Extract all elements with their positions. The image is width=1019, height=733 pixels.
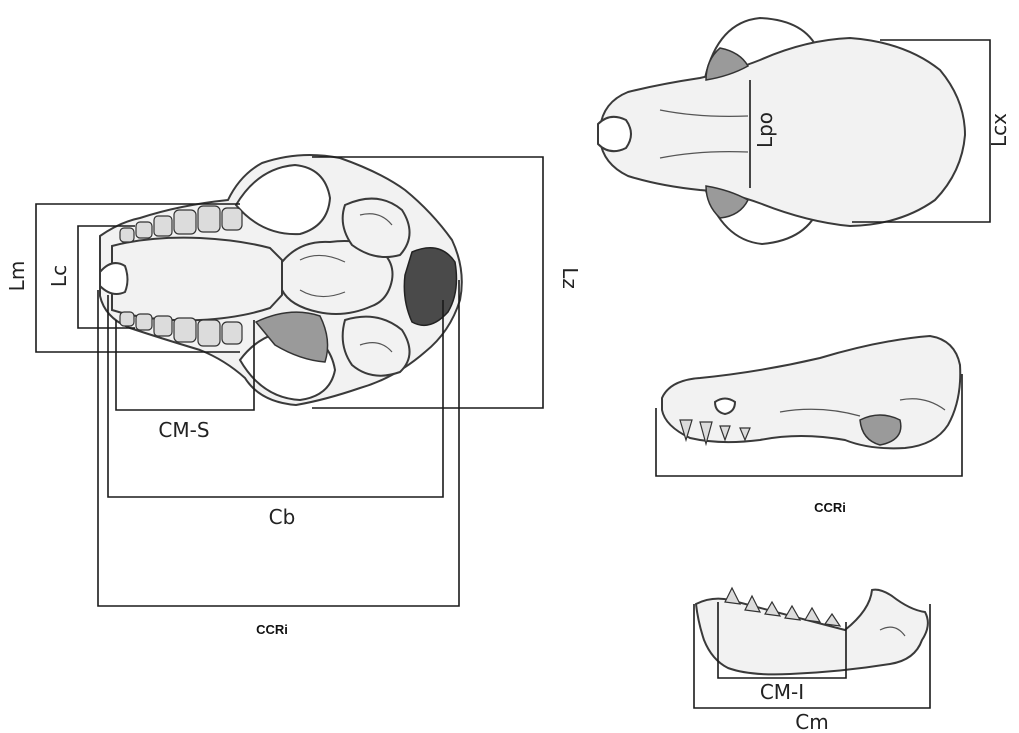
ccri-ventral-label: CCRi xyxy=(256,622,288,637)
mandible-view xyxy=(696,588,928,674)
lateral-skull-view xyxy=(662,336,960,448)
dorsal-skull-view xyxy=(598,18,965,244)
lm-label: Lm xyxy=(5,261,29,292)
cms-label: CM-S xyxy=(158,418,209,442)
lpo-label: Lpo xyxy=(753,112,777,148)
cb-label: Cb xyxy=(269,505,296,529)
cm-label: Cm xyxy=(795,710,828,733)
lc-label: Lc xyxy=(47,265,71,287)
lcx-label: Lcx xyxy=(987,113,1011,147)
cmi-label: CM-I xyxy=(760,680,804,704)
lz-label: Lz xyxy=(558,267,582,289)
ventral-skull-view xyxy=(100,155,462,405)
ccri-lateral-label: CCRi xyxy=(814,500,846,515)
